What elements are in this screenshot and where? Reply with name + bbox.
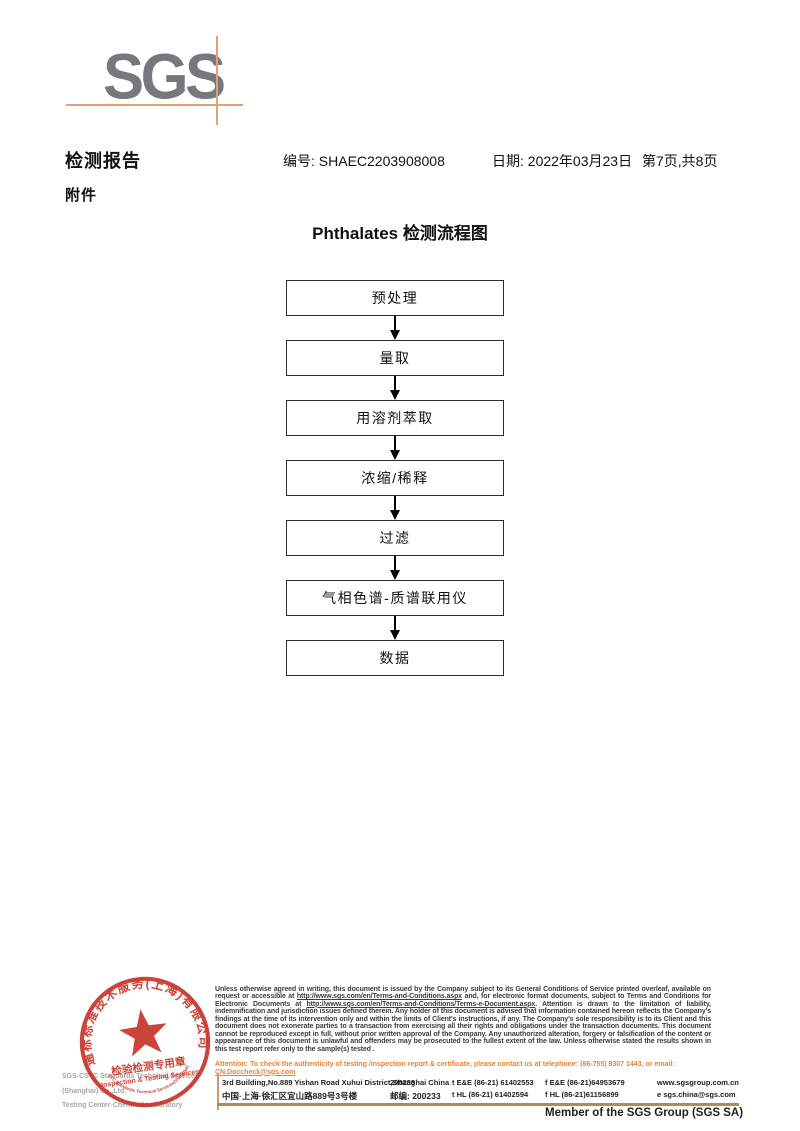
sgs-logo: SGS — [103, 40, 226, 113]
report-number-value: SHAEC2203908008 — [318, 153, 445, 169]
report-date-value: 2022年03月23日 — [527, 153, 633, 169]
inspection-stamp-icon: 通标标准技术服务(上海)有限公司 SGS-CSTC Standards Tech… — [77, 974, 213, 1108]
footer-rule-line — [217, 1103, 739, 1106]
attention-text: Attention: To check the authenticity of … — [215, 1061, 675, 1068]
lab-name-line1: SGS-CSTC Standards Technical Services (S… — [62, 1073, 199, 1095]
flowchart-step-solvent-extraction: 用溶剂萃取 — [286, 400, 504, 436]
report-number: 编号: SHAEC2203908008 — [283, 151, 445, 171]
postcode-english: 200233 — [390, 1078, 416, 1087]
terms-e-document-link[interactable]: http://www.sgs.com/en/Terms-and-Conditio… — [306, 1000, 536, 1008]
telephone-hl: t HL (86-21) 61402594 — [452, 1090, 529, 1099]
flowchart-step-gcms: 气相色谱-质谱联用仪 — [286, 580, 504, 616]
report-number-label: 编号: — [283, 153, 319, 169]
star-icon — [119, 1009, 167, 1057]
flowchart-step-pretreatment: 预处理 — [286, 280, 504, 316]
disclaimer-part2: and, for electronic format documents, su… — [215, 993, 711, 1008]
report-date-label: 日期: — [492, 153, 528, 169]
arrow-down-icon — [390, 316, 400, 340]
flowchart-title: Phthalates 检测流程图 — [312, 224, 488, 243]
flowchart-step-measure: 量取 — [286, 340, 504, 376]
attachment-label: 附件 — [65, 187, 98, 204]
arrow-down-icon — [390, 436, 400, 460]
legal-disclaimer: Unless otherwise agreed in writing, this… — [215, 986, 711, 1053]
lab-name-line2: Testing Center-Chemical Laboratory — [62, 1102, 183, 1109]
lab-name-text: SGS-CSTC Standards Technical Services (S… — [62, 1070, 232, 1114]
report-date: 日期: 2022年03月23日 — [492, 151, 632, 171]
arrow-down-icon — [390, 376, 400, 400]
flowchart-step-filter: 过滤 — [286, 520, 504, 556]
doccheck-email-link[interactable]: CN.Doccheck@sgs.com — [215, 1068, 296, 1076]
page-indicator: 第7页,共8页 — [642, 153, 718, 169]
arrow-down-icon — [390, 556, 400, 580]
report-title: 检测报告 — [65, 151, 141, 171]
address-separator-line — [217, 1073, 219, 1110]
disclaimer-part3: . Attention is drawn to the limitation o… — [215, 1000, 712, 1053]
flowchart-step-data: 数据 — [286, 640, 504, 676]
address-chinese: 中国·上海·徐汇区宜山路889号3号楼 — [222, 1091, 358, 1101]
postcode-chinese: 邮编: 200233 — [390, 1091, 441, 1101]
attention-notice: Attention: To check the authenticity of … — [215, 1061, 711, 1076]
disclaimer-part1: Unless otherwise agreed in writing, this… — [215, 986, 711, 1001]
terms-link[interactable]: http://www.sgs.com/en/Terms-and-Conditio… — [296, 993, 463, 1001]
flowchart: 预处理 量取 用溶剂萃取 浓缩/稀释 过滤 气相色谱-质谱联用仪 数据 — [286, 280, 504, 676]
address-english: 3rd Building,No.889 Yishan Road Xuhui Di… — [222, 1078, 450, 1087]
telephone-ee: t E&E (86-21) 61402553 — [452, 1078, 534, 1087]
arrow-down-icon — [390, 496, 400, 520]
logo-crosshair-vertical — [216, 36, 218, 125]
flowchart-step-concentrate-dilute: 浓缩/稀释 — [286, 460, 504, 496]
website-link[interactable]: www.sgsgroup.com.cn — [657, 1078, 739, 1087]
logo-crosshair-horizontal — [66, 104, 243, 106]
email-link[interactable]: e sgs.china@sgs.com — [657, 1090, 736, 1099]
sgs-group-member-text: Member of the SGS Group (SGS SA) — [545, 1107, 744, 1119]
fax-ee: f E&E (86-21)64953679 — [545, 1078, 625, 1087]
arrow-down-icon — [390, 616, 400, 640]
fax-hl: f HL (86-21)61156899 — [545, 1090, 619, 1099]
